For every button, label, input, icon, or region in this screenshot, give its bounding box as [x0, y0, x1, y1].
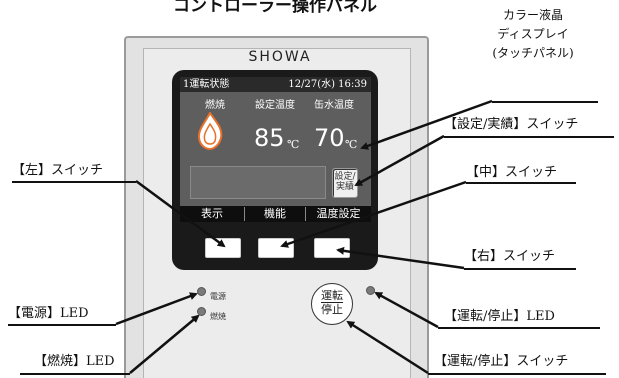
- lcd-leader-arrow: [360, 99, 493, 150]
- set-result-callout-underline: [444, 136, 614, 138]
- run-stop-button[interactable]: 運転 停止: [311, 283, 353, 325]
- set-temp-unit: ℃: [287, 138, 300, 151]
- power-led: [197, 287, 206, 296]
- set-temp-value: 85: [254, 124, 285, 152]
- run-stop-led-callout: 【運転/停止】LED: [444, 309, 555, 324]
- left-switch-leader-arrow: [135, 179, 226, 248]
- power-led-callout-underline: [8, 324, 116, 326]
- run-stop-switch-leader-arrow: [346, 320, 429, 375]
- power-led-leader-arrow: [115, 292, 198, 326]
- burn-led-leader-arrow: [129, 314, 200, 374]
- lcd-callout-line2: ディスプレイ: [497, 27, 569, 41]
- softkey-display[interactable]: 表示: [201, 207, 223, 220]
- figure-title: コントローラー操作パネル: [173, 0, 377, 16]
- run-stop-switch-callout-underline: [428, 373, 606, 375]
- lcd-message-area: [190, 166, 326, 199]
- brand-logo: SHOWA: [248, 49, 312, 65]
- softkey-temp-setting[interactable]: 温度設定: [316, 207, 361, 220]
- right-switch-callout: 【右】スイッチ: [464, 249, 556, 264]
- burn-led-callout-underline: [20, 373, 130, 375]
- supply-temp-unit: ℃: [345, 138, 358, 151]
- right-switch-leader-arrow: [336, 246, 465, 270]
- run-stop-led-leader-arrow: [374, 291, 439, 329]
- supply-temp-label: 缶水温度: [314, 100, 354, 111]
- lcd-callout: カラー液晶 ディスプレイ (タッチパネル): [478, 6, 588, 63]
- softkey-divider: [244, 207, 245, 221]
- set-temp-label: 設定温度: [255, 100, 295, 111]
- left-switch[interactable]: [205, 238, 241, 258]
- burn-led-callout: 【燃焼】LED: [34, 354, 115, 369]
- lcd-datetime: 12/27(水) 16:39: [288, 79, 367, 90]
- softkey-divider: [305, 207, 306, 221]
- flame-icon: [197, 112, 223, 150]
- lcd-callout-line3: (タッチパネル): [492, 46, 574, 60]
- set-result-callout: 【設定/実績】スイッチ: [444, 117, 579, 132]
- set-result-leader-arrow: [354, 134, 445, 187]
- power-led-callout: 【電源】LED: [8, 306, 89, 321]
- run-stop-led: [366, 286, 375, 295]
- lcd-header: 1運転状態 12/27(水) 16:39: [180, 77, 371, 92]
- right-switch-callout-underline: [464, 268, 576, 270]
- stop-label: 停止: [321, 303, 343, 316]
- softkey-bar: [180, 206, 371, 222]
- burn-led: [197, 307, 206, 316]
- softkey-function[interactable]: 機能: [264, 207, 286, 220]
- burn-led-label: 燃焼: [210, 312, 226, 321]
- lcd-callout-line1: カラー液晶: [502, 8, 563, 22]
- run-stop-switch-callout: 【運転/停止】スイッチ: [434, 354, 569, 369]
- lcd-callout-underline: [492, 101, 598, 103]
- middle-switch-leader-arrow: [280, 180, 467, 248]
- run-stop-led-callout-underline: [438, 327, 600, 329]
- middle-switch-callout: 【中】スイッチ: [466, 165, 558, 180]
- combustion-label: 燃焼: [205, 100, 225, 111]
- power-led-label: 電源: [210, 292, 226, 301]
- lcd-status-title: 1運転状態: [183, 79, 230, 90]
- supply-temp-value: 70: [314, 124, 345, 152]
- left-switch-callout: 【左】スイッチ: [12, 163, 104, 178]
- left-switch-callout-underline: [12, 181, 136, 183]
- run-label: 運転: [321, 289, 343, 303]
- middle-switch-callout-underline: [466, 182, 576, 184]
